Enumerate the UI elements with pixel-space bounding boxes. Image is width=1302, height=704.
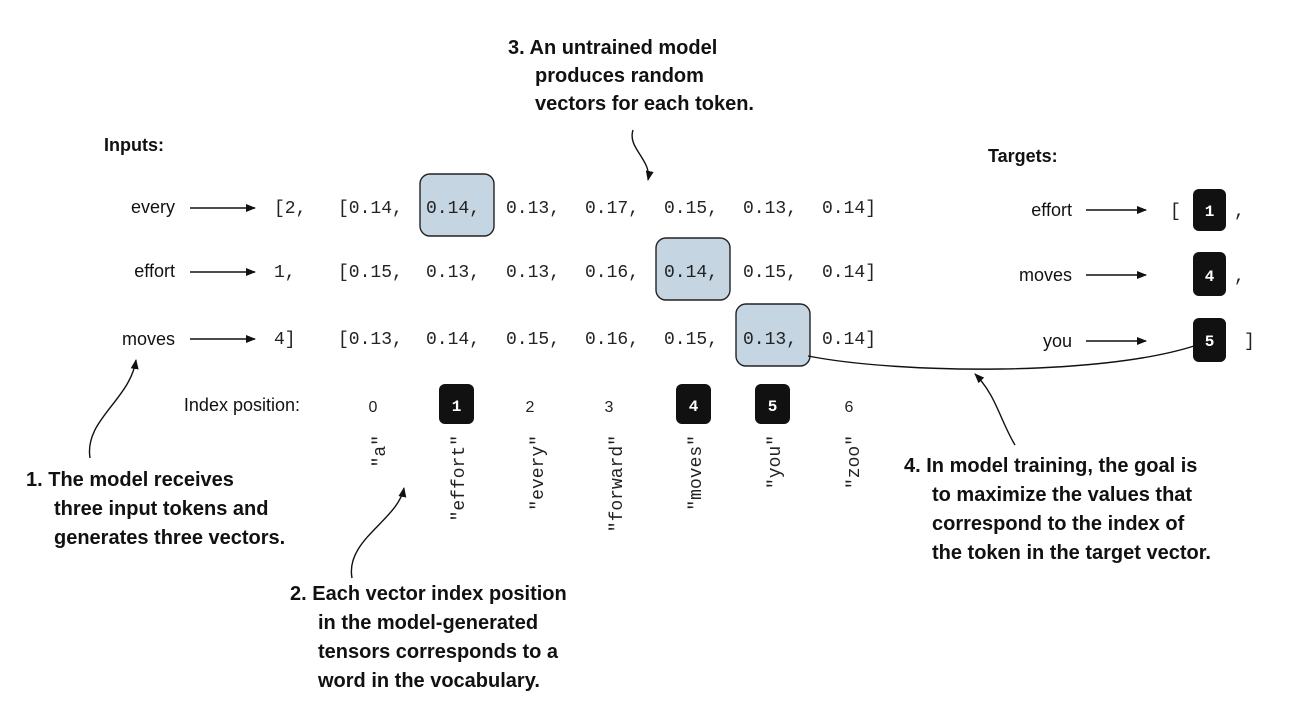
annotation-3-line: produces random xyxy=(535,65,704,87)
vector-value: 0.14, xyxy=(426,199,480,219)
vector-value: 0.15, xyxy=(664,199,718,219)
vocab-word: "zoo" xyxy=(845,435,865,489)
target-value: 5 xyxy=(1205,333,1215,351)
annotation-1-arrow xyxy=(88,359,139,459)
vector-value: [0.14, xyxy=(338,199,403,219)
vocab-word: "effort" xyxy=(450,435,470,521)
index-position: 2 xyxy=(526,399,535,416)
vocab-word: "moves" xyxy=(687,435,707,511)
target-bracket-open: [ xyxy=(1170,202,1181,222)
targets-heading: Targets: xyxy=(988,146,1058,166)
vector-value: 0.15, xyxy=(664,330,718,350)
input-word: effort xyxy=(134,261,175,281)
annotation-3-line: 3. An untrained model xyxy=(508,37,717,59)
vector-value: 0.14, xyxy=(426,330,480,350)
vector-value: 0.15, xyxy=(743,263,797,283)
vector-value: 0.13, xyxy=(743,330,797,350)
token-id: 1, xyxy=(274,263,296,283)
annotation-2-line: word in the vocabulary. xyxy=(317,670,540,692)
vector-value: 0.13, xyxy=(426,263,480,283)
highlight-box xyxy=(419,173,495,237)
index-highlight-box xyxy=(755,384,790,424)
vector-value: 0.14, xyxy=(664,263,718,283)
annotation-1-line: generates three vectors. xyxy=(54,527,285,549)
target-separator: , xyxy=(1234,267,1245,287)
annotation-2-line: in the model-generated xyxy=(318,612,538,634)
target-value-box xyxy=(1193,318,1226,362)
annotation-4-line: to maximize the values that xyxy=(932,484,1192,506)
index-highlight-box xyxy=(439,384,474,424)
annotation-1-line: 1. The model receives xyxy=(26,469,234,491)
vocab-word: "you" xyxy=(766,435,786,489)
index-position: 1 xyxy=(452,398,462,416)
annotation-4-arrow xyxy=(974,373,1016,446)
vector-value: 0.13, xyxy=(506,263,560,283)
annotation-2: 2. Each vector index position in the mod… xyxy=(290,583,572,692)
annotation-1-line: three input tokens and xyxy=(54,498,268,520)
index-position: 0 xyxy=(369,399,378,416)
vocab-word: "forward" xyxy=(608,435,628,532)
annotation-3-line: vectors for each token. xyxy=(535,93,754,115)
target-separator: ] xyxy=(1244,332,1255,352)
connector-curve xyxy=(807,345,1195,370)
annotation-4: 4. In model training, the goal is to max… xyxy=(904,455,1211,564)
annotation-2-arrow xyxy=(350,487,407,579)
target-separator: , xyxy=(1234,202,1245,222)
input-word: every xyxy=(131,197,175,217)
vector-value: 0.16, xyxy=(585,330,639,350)
target-value-box xyxy=(1193,189,1226,231)
vector-value: 0.14] xyxy=(822,199,876,219)
vector-value: [0.13, xyxy=(338,330,403,350)
index-label: Index position: xyxy=(184,395,300,415)
vector-value: 0.16, xyxy=(585,263,639,283)
token-id: [2, xyxy=(274,199,306,219)
target-value: 1 xyxy=(1205,203,1215,221)
vector-value: 0.14] xyxy=(822,330,876,350)
vector-value: 0.17, xyxy=(585,199,639,219)
target-word: effort xyxy=(1031,200,1072,220)
annotation-2-line: 2. Each vector index position xyxy=(290,583,567,605)
index-highlight-box xyxy=(676,384,711,424)
annotation-3: 3. An untrained model produces random ve… xyxy=(508,37,754,115)
vector-value: 0.14] xyxy=(822,263,876,283)
vector-value: 0.13, xyxy=(506,199,560,219)
annotation-4-line: 4. In model training, the goal is xyxy=(904,455,1197,477)
index-position: 5 xyxy=(768,398,778,416)
target-word: you xyxy=(1043,331,1072,351)
index-position: 6 xyxy=(845,399,854,416)
token-id: 4] xyxy=(274,330,296,350)
annotation-4-line: correspond to the index of xyxy=(932,513,1185,535)
vector-row: [0.14, 0.14, 0.13, 0.17, 0.15, 0.13, 0.1… xyxy=(338,199,876,219)
highlight-box xyxy=(655,237,731,301)
annotation-1: 1. The model receives three input tokens… xyxy=(26,469,285,549)
annotation-3-arrow xyxy=(631,129,654,181)
inputs-heading: Inputs: xyxy=(104,135,164,155)
vector-value: 0.13, xyxy=(743,199,797,219)
vector-value: 0.15, xyxy=(506,330,560,350)
index-position: 3 xyxy=(605,399,614,416)
vector-row: [0.13, 0.14, 0.15, 0.16, 0.15, 0.13, 0.1… xyxy=(338,330,876,350)
highlight-box xyxy=(735,303,811,367)
annotation-2-line: tensors corresponds to a xyxy=(318,641,559,663)
index-position: 4 xyxy=(689,398,699,416)
vocab-word: "every" xyxy=(529,435,549,511)
target-value: 4 xyxy=(1205,268,1215,286)
input-word: moves xyxy=(122,329,175,349)
vector-row: [0.15, 0.13, 0.13, 0.16, 0.14, 0.15, 0.1… xyxy=(338,263,876,283)
annotation-4-line: the token in the target vector. xyxy=(932,542,1211,564)
target-value-box xyxy=(1193,252,1226,296)
vocab-word: "a" xyxy=(371,435,391,467)
vector-value: [0.15, xyxy=(338,263,403,283)
target-word: moves xyxy=(1019,265,1072,285)
